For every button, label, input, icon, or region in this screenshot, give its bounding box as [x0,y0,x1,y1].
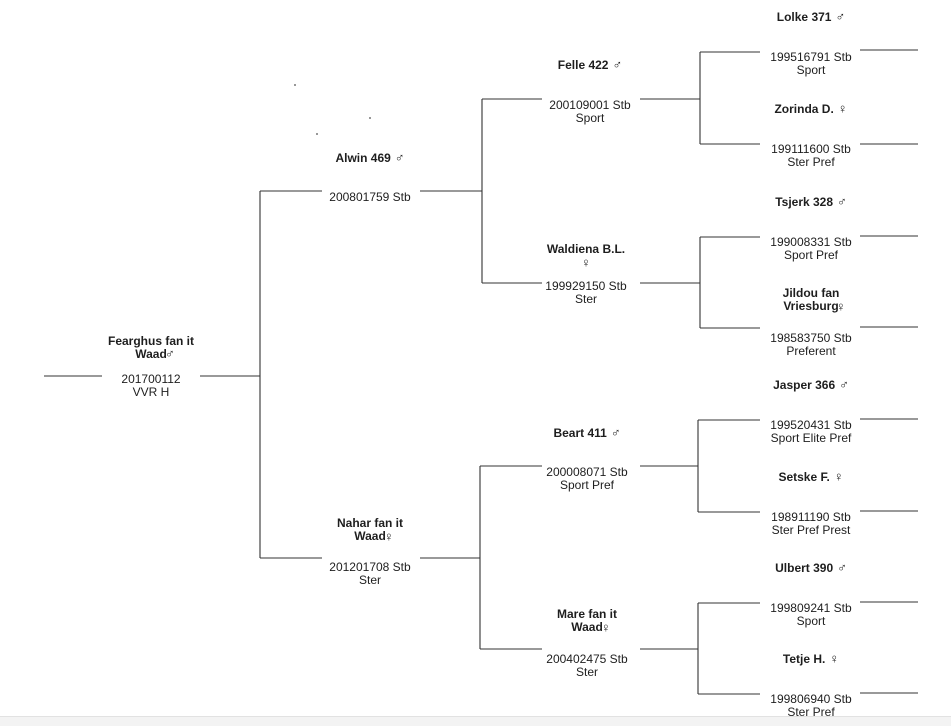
horse-predicate: VVR H [132,385,170,399]
horse-registration: 199516791 Stb [770,50,852,64]
horse-name: Zorinda D. [774,102,834,116]
horse-dam-dam[interactable]: Mare fan it Waad 200402475 Stb Ster [507,608,667,679]
horse-ssd[interactable]: Zorinda D.♀ 199111600 Stb Ster Pref [731,102,891,169]
female-sex-icon: ♀ [833,469,844,484]
female-sex-icon: ♀ [384,529,394,544]
horse-predicate: Ster [358,573,381,587]
horse-dss[interactable]: Jasper 366♂ 199520431 Stb Sport Elite Pr… [731,378,891,445]
horse-name: Jasper 366 [773,378,836,392]
horse-sdd[interactable]: Jildou fan Vriesburg 198583750 Stb Prefe… [731,287,891,358]
horse-sire-sire[interactable]: Felle 422♂ 200109001 Stb Sport [510,58,670,125]
horse-name: Mare fan it Waad [556,607,617,634]
horse-name: Lolke 371 [776,10,832,24]
horse-registration: 198583750 Stb [770,331,852,345]
male-sex-icon: ♂ [837,194,847,209]
horse-registration: 200801759 Stb [329,190,411,204]
horse-predicate: Sport [796,614,826,628]
horse-name: Tsjerk 328 [775,195,834,209]
horse-dsd[interactable]: Setske F.♀ 198911190 Stb Ster Pref Prest [731,470,891,537]
horse-predicate: Sport Pref [783,248,839,262]
horse-name: Fearghus fan it Waad [107,334,194,361]
horse-registration: 199008331 Stb [770,235,852,249]
horse-sire-dam[interactable]: Waldiena B.L. ♀ 199929150 Stb Ster [506,243,666,306]
female-sex-icon: ♀ [601,620,611,635]
horse-predicate: Sport Pref [559,478,615,492]
horse-name: Setske F. [778,470,830,484]
scan-speck [369,117,371,119]
male-sex-icon: ♂ [394,150,405,165]
horse-registration: 199520431 Stb [770,418,852,432]
horse-name: Nahar fan it Waad [336,516,403,543]
horse-registration: 199806940 Stb [770,692,852,706]
male-sex-icon: ♂ [839,377,849,392]
horse-registration: 199809241 Stb [770,601,852,615]
horse-predicate: Preferent [786,344,836,358]
horse-name: Felle 422 [557,58,609,72]
scan-speck [294,84,296,86]
horse-ddd[interactable]: Tetje H.♀ 199806940 Stb Ster Pref [731,652,891,719]
horse-predicate: Ster Pref [787,705,835,719]
horse-predicate: Ster Pref [787,155,835,169]
female-sex-icon: ♀ [836,299,846,314]
horse-predicate: Sport [796,63,826,77]
horse-dds[interactable]: Ulbert 390♂ 199809241 Stb Sport [731,561,891,628]
horse-registration: 201700112 [121,372,181,386]
horse-root[interactable]: Fearghus fan it Waad 201700112 VVR H [71,335,231,399]
page-bottom-edge [0,716,951,726]
horse-registration: 198911190 Stb [771,510,851,524]
female-sex-icon: ♀ [581,255,591,270]
horse-name: Waldiena B.L. [546,242,626,256]
horse-name: Jildou fan Vriesburg [782,286,840,313]
male-sex-icon: ♂ [835,9,846,24]
horse-name: Beart 411 [553,426,607,440]
horse-predicate: Ster Pref Prest [771,523,851,537]
horse-dam-sire[interactable]: Beart 411♂ 200008071 Stb Sport Pref [507,426,667,492]
horse-sds[interactable]: Tsjerk 328♂ 199008331 Stb Sport Pref [731,195,891,262]
female-sex-icon: ♀ [837,101,848,116]
horse-name: Alwin 469 [335,151,391,165]
horse-name: Ulbert 390 [775,561,834,575]
horse-registration: 200402475 Stb [546,652,628,666]
male-sex-icon: ♂ [837,560,847,575]
horse-sss[interactable]: Lolke 371♂ 199516791 Stb Sport [731,10,891,77]
horse-predicate: Ster [575,665,598,679]
horse-sire[interactable]: Alwin 469♂ 200801759 Stb [290,151,450,204]
horse-registration: 199929150 Stb [545,279,627,293]
scan-speck [316,133,318,135]
horse-predicate: Ster [574,292,597,306]
male-sex-icon: ♂ [612,57,623,72]
horse-predicate: Sport Elite Pref [770,431,852,445]
horse-registration: 200109001 Stb [549,98,631,112]
horse-registration: 200008071 Stb [546,465,628,479]
female-sex-icon: ♀ [829,651,840,666]
horse-dam[interactable]: Nahar fan it Waad 201201708 Stb Ster [290,517,450,587]
horse-predicate: Sport [575,111,605,125]
male-sex-icon: ♂ [165,346,175,361]
horse-registration: 201201708 Stb [329,560,411,574]
male-sex-icon: ♂ [610,425,621,440]
horse-name: Tetje H. [782,652,826,666]
horse-registration: 199111600 Stb [771,142,851,156]
